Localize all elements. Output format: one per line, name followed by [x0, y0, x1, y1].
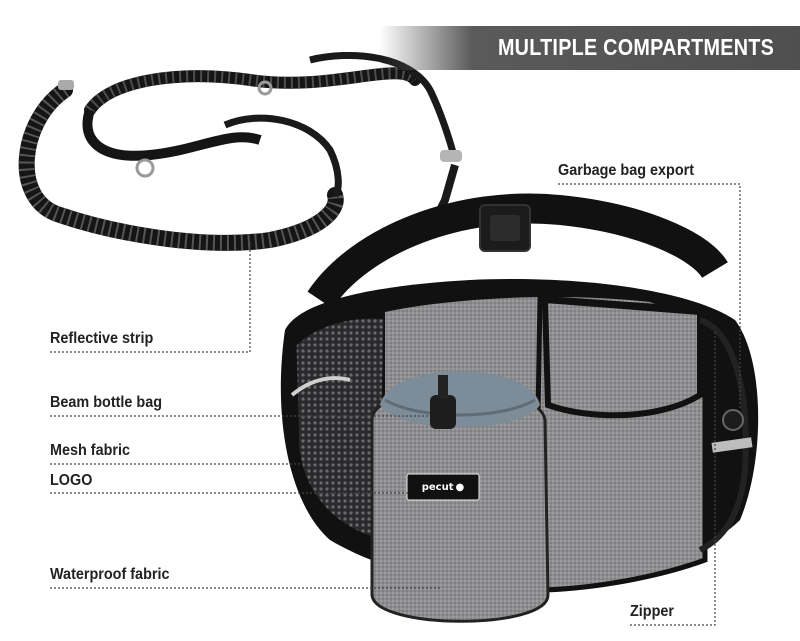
- banner-title: MULTIPLE COMPARTMENTS: [497, 34, 774, 60]
- bag-logo: pecut●: [421, 482, 465, 493]
- callout-leader-lines: [50, 183, 741, 626]
- callout-waterproof-fabric: Waterproof fabric: [50, 566, 170, 583]
- callout-reflective-strip: Reflective strip: [50, 330, 154, 347]
- waist-belt: [307, 193, 728, 309]
- header-banner: MULTIPLE COMPARTMENTS: [380, 26, 800, 70]
- callout-logo: LOGO: [50, 472, 93, 489]
- callout-garbage-bag-export: Garbage bag export: [558, 162, 695, 179]
- bungee-leash: [18, 52, 462, 251]
- callout-beam-bottle-bag: Beam bottle bag: [50, 394, 163, 411]
- callout-zipper: Zipper: [630, 603, 675, 620]
- bottle-holder: [370, 371, 550, 623]
- callout-mesh-fabric: Mesh fabric: [50, 442, 131, 459]
